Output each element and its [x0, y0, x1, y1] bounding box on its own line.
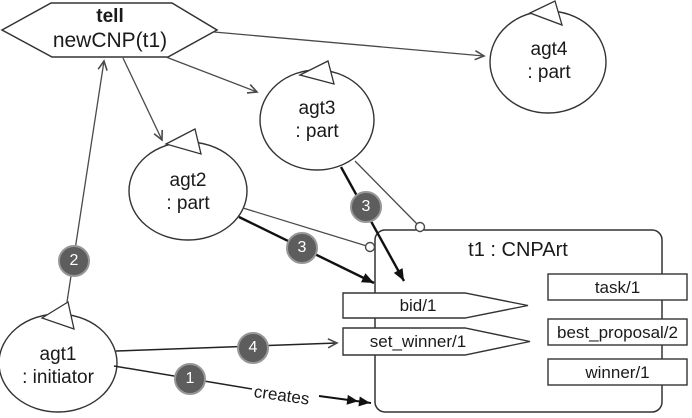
artifact-title: t1 : CNPArt: [468, 239, 568, 261]
agt4-name: agt4: [530, 39, 568, 60]
property-winner-label: winner/1: [585, 363, 650, 382]
agt3-role: : part: [295, 121, 339, 142]
tell-hexagon: [0, 2, 219, 58]
operation-set-winner-shape: [342, 327, 531, 356]
operation-bid-label: bid/1: [399, 296, 437, 315]
agt4-pennant-icon: [528, 0, 563, 27]
step-badge-2: 2: [58, 245, 90, 277]
step-badge-3-agt3: 3: [350, 191, 382, 223]
property-task-label: task/1: [594, 278, 641, 297]
agt2-link-socket-icon: [364, 241, 376, 253]
step-badge-3-agt2: 3: [286, 232, 318, 264]
property-best-proposal-label: best_proposal/2: [557, 323, 678, 342]
agt3-link-socket-icon: [414, 221, 426, 233]
edge-creates-arrow: [318, 394, 372, 407]
edge-agt3-bid: [339, 166, 406, 282]
edge-tell-to-agt4: [213, 31, 486, 61]
agt1-role: : initiator: [22, 367, 94, 388]
agt3-name: agt3: [298, 98, 336, 119]
edge-agt2-observe: [242, 207, 371, 248]
property-best-proposal-box: [547, 318, 688, 346]
agt1-pennant-icon: [40, 300, 75, 330]
tell-message-label: newCNP(t1): [52, 29, 168, 52]
edge-tell-to-agt2: [122, 57, 163, 142]
property-winner-box: [547, 358, 688, 386]
agt1-name: agt1: [39, 344, 77, 365]
step-badge-4: 4: [237, 332, 269, 364]
agt2-role: : part: [166, 193, 210, 214]
agt4-label: agt4 : part: [489, 38, 609, 84]
property-task-box: [547, 273, 688, 301]
agt3-pennant-icon: [298, 60, 335, 85]
agt2-name: agt2: [169, 170, 207, 191]
agt4-role: : part: [527, 62, 571, 83]
operation-bid-shape: [342, 292, 529, 319]
agt1-label: agt1 : initiator: [0, 343, 118, 389]
edge-agt3-observe: [354, 160, 421, 228]
edge-agt1-set-winner: [115, 338, 339, 352]
step-badge-1: 1: [174, 363, 206, 395]
agt2-pennant-icon: [164, 128, 202, 155]
edge-tell-to-agt3: [165, 56, 259, 94]
agt2-label: agt2 : part: [128, 169, 248, 215]
agt3-label: agt3 : part: [257, 97, 377, 143]
tell-performative-label: tell: [96, 6, 124, 27]
operation-set-winner-label: set_winner/1: [369, 332, 467, 351]
